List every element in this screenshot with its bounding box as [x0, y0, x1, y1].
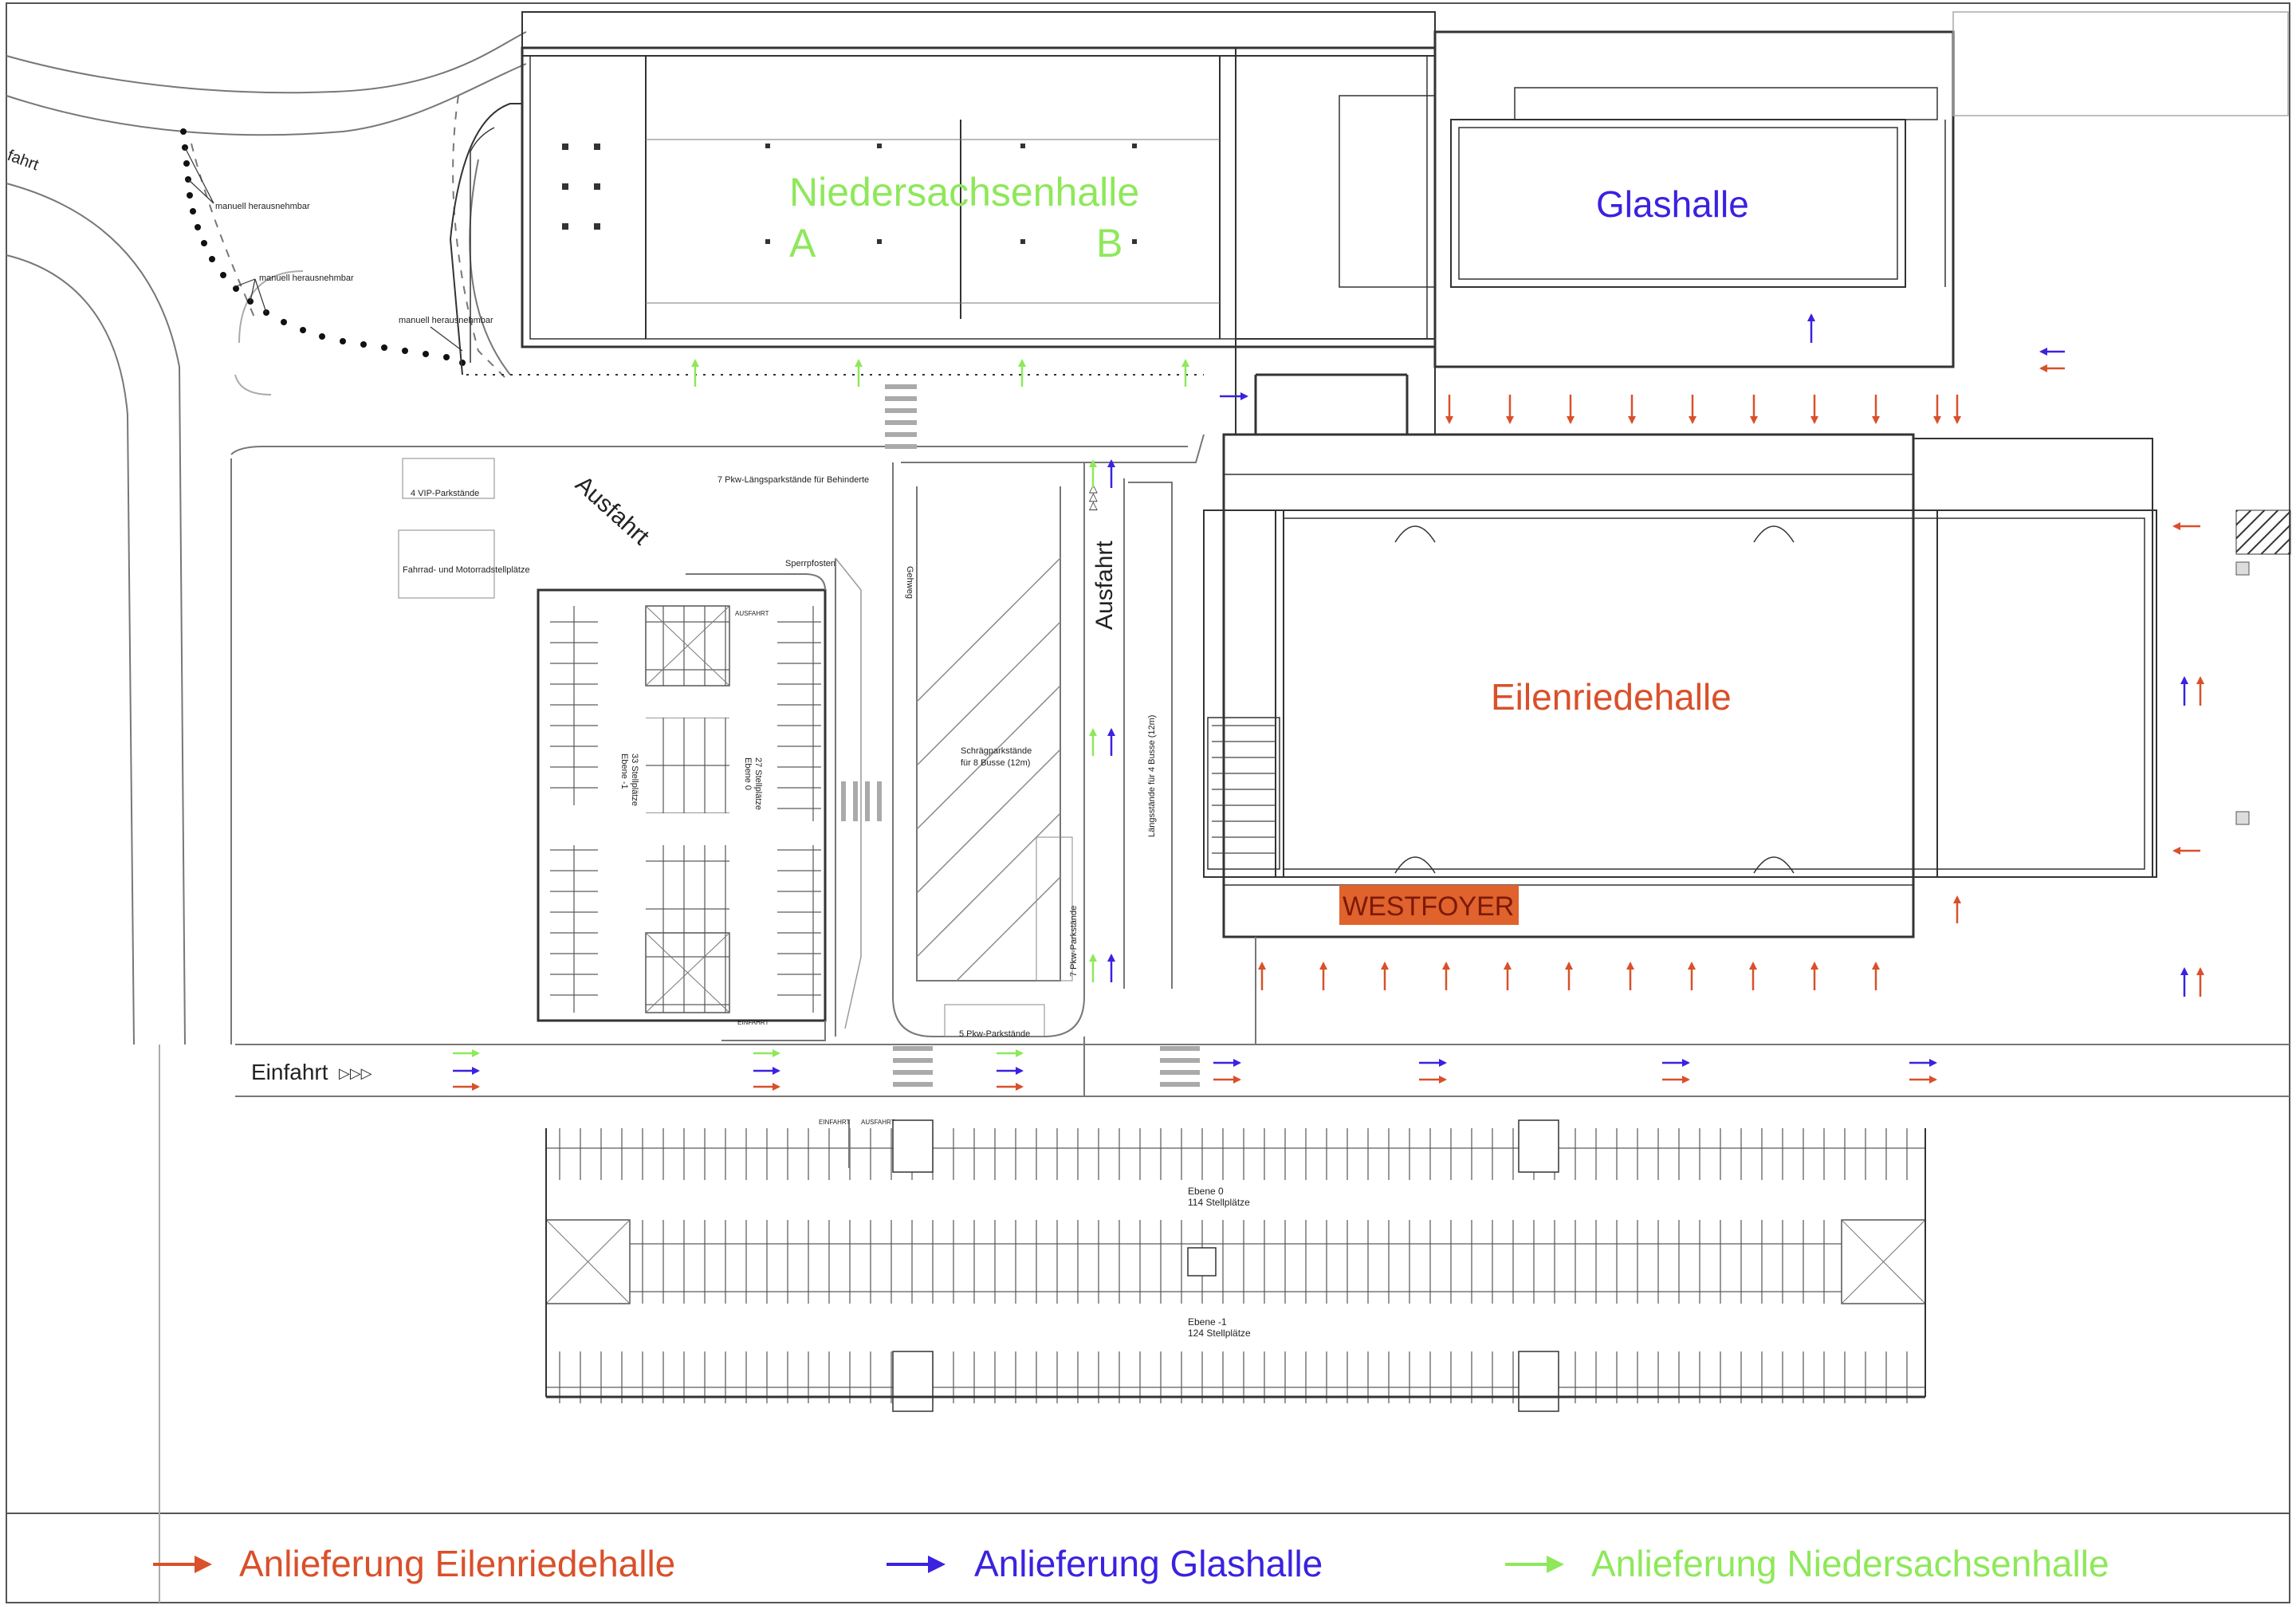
- pkw7-label: 7 Pkw-Parkstände: [1069, 906, 1079, 977]
- legend-label-niedersachsen: Anlieferung Niedersachsenhalle: [1591, 1543, 2109, 1584]
- niedersachsenhalle-columns: [562, 144, 1137, 244]
- bike-parking-label: Fahrrad- und Motorradstellplätze: [403, 565, 530, 575]
- delivery-arrows-eilenriede: [453, 364, 2204, 1091]
- gehweg-label: Gehweg: [905, 566, 914, 599]
- road-curves: [6, 31, 527, 1603]
- map-frame: [6, 2, 2290, 1603]
- legend-label-eilenriede: Anlieferung Eilenriedehalle: [239, 1543, 675, 1584]
- einfahrt-chevrons: ▷▷▷: [339, 1065, 372, 1081]
- large-garage-ausfahrt: AUSFAHRT: [861, 1119, 895, 1126]
- bollard-annotations: [184, 147, 463, 352]
- small-garage-ausfahrt: AUSFAHRT: [735, 610, 769, 617]
- parking-labels: 4 VIP-Parkstände Fahrrad- und Motorradst…: [398, 458, 1157, 1039]
- delivery-arrows-glashalle: [453, 313, 2188, 1075]
- small-garage-l-label-2: 33 Stellplätze: [630, 753, 639, 806]
- vip-parking-label: 4 VIP-Parkstände: [411, 489, 479, 498]
- small-square-1: [2235, 561, 2250, 576]
- sperrpfosten-label: Sperrpfosten: [785, 559, 835, 568]
- large-garage-level0-1: Ebene 0: [1188, 1186, 1224, 1197]
- legend-item-eilenriede: Anlieferung Eilenriedehalle: [153, 1543, 675, 1584]
- glashalle-building: [1433, 11, 2289, 368]
- bus-laengs-label: Längsstände für 4 Busse (12m): [1147, 715, 1157, 837]
- top-left-fahrt-label: fahrt: [5, 147, 41, 175]
- small-square-2: [2235, 811, 2250, 825]
- legend: Anlieferung Eilenriedehalle Anlieferung …: [153, 1543, 2109, 1584]
- einfahrt-label: Einfahrt: [251, 1060, 328, 1084]
- ausfahrt-vertical-label: Ausfahrt: [1091, 541, 1118, 630]
- large-garage-level0-2: 114 Stellplätze: [1188, 1197, 1250, 1208]
- pkw5-label: 5 Pkw-Parkstände: [959, 1029, 1030, 1039]
- crosswalks: [841, 384, 1200, 1087]
- large-garage-levelm1-1: Ebene -1: [1188, 1316, 1227, 1328]
- small-garage-einfahrt: EINFAHRT: [737, 1019, 769, 1026]
- bus-diagonal-label-1: Schrägparkstände: [961, 746, 1032, 756]
- niedersachsenhalle-part-b: B: [1096, 221, 1122, 266]
- small-garage-r-label-2: 27 Stellplätze: [753, 757, 763, 810]
- large-garage-einfahrt: EINFAHRT: [819, 1119, 851, 1126]
- bollard-label-1: manuell herausnehmbar: [215, 202, 310, 211]
- ausfahrt-chevrons: ▷▷▷: [1086, 484, 1099, 510]
- legend-item-glashalle: Anlieferung Glashalle: [887, 1543, 1323, 1584]
- legend-label-glashalle: Anlieferung Glashalle: [974, 1543, 1323, 1584]
- bus-diagonal-stalls: [916, 557, 1061, 982]
- eilenriedehalle-title: Eilenriedehalle: [1491, 676, 1732, 718]
- glashalle-title: Glashalle: [1596, 183, 1749, 225]
- bus-diagonal-label-2: für 8 Busse (12m): [961, 758, 1030, 768]
- bollard-label-3: manuell herausnehmbar: [399, 316, 493, 325]
- bollard-row: [180, 128, 466, 366]
- disabled-parking-label: 7 Pkw-Längsparkstände für Behinderte: [718, 475, 869, 485]
- ausfahrt-diagonal-label: Ausfahrt: [570, 471, 655, 551]
- delivery-arrows-niedersachsen: [453, 359, 1189, 1057]
- legend-item-niedersachsen: Anlieferung Niedersachsenhalle: [1505, 1543, 2109, 1584]
- small-garage-r-label-1: Ebene 0: [743, 757, 753, 790]
- small-garage-l-label-1: Ebene -1: [619, 753, 629, 789]
- westfoyer-label: WESTFOYER: [1343, 891, 1514, 922]
- small-garage: [537, 557, 862, 1041]
- eilenriedehalle-building: [1203, 373, 2157, 938]
- bollard-label-2: manuell herausnehmbar: [259, 273, 354, 283]
- large-garage: [545, 1119, 1926, 1412]
- westfoyer-box: [1339, 885, 1519, 925]
- eilenriedehalle-stair-block: [1212, 725, 1276, 854]
- central-roads: [230, 434, 2290, 1097]
- niedersachsenhalle-part-a: A: [789, 221, 816, 266]
- niedersachsenhalle-title: Niedersachsenhalle: [789, 170, 1139, 214]
- large-garage-levelm1-2: 124 Stellplätze: [1188, 1328, 1251, 1339]
- hatched-block: [2235, 509, 2291, 555]
